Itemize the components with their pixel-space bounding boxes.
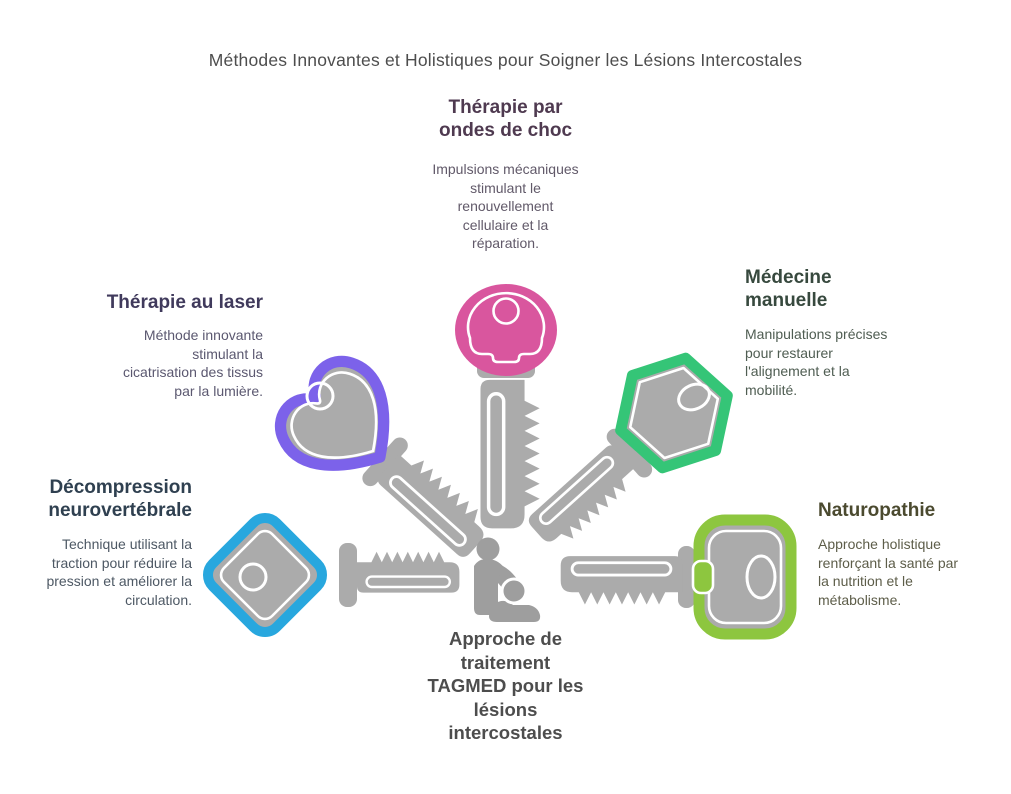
section-heading-decompression: Décompression neurovertébrale bbox=[48, 477, 192, 521]
diamond-key-icon bbox=[202, 512, 461, 638]
key-hole bbox=[745, 554, 777, 600]
key-collar bbox=[362, 437, 408, 487]
key-collar bbox=[606, 428, 653, 478]
section-body-naturopathy: Approche holistique renforçant la santé … bbox=[818, 536, 959, 608]
section-body-laser: Méthode innovante stimulant la cicatrisa… bbox=[122, 327, 263, 399]
key-head bbox=[615, 352, 733, 474]
key-head-detail bbox=[219, 529, 311, 621]
barrel-key-icon bbox=[559, 514, 797, 640]
key-blade bbox=[478, 378, 542, 531]
key-blade bbox=[524, 441, 644, 556]
page-title: Méthodes Innovantes et Holistiques pour … bbox=[208, 50, 803, 70]
heart-key-icon bbox=[274, 355, 497, 562]
section-heading-laser: Thérapie au laser bbox=[106, 292, 263, 313]
key-head-detail bbox=[290, 371, 378, 459]
key-hole bbox=[305, 381, 335, 411]
round-key-icon bbox=[455, 284, 557, 531]
key-collar bbox=[339, 543, 357, 607]
patient-body bbox=[489, 600, 541, 622]
key-blade bbox=[355, 550, 461, 594]
key-head-detail bbox=[466, 291, 546, 364]
center-heading-tagmed: Approche de traitement TAGMED pour les l… bbox=[427, 628, 584, 743]
section-body-decompression: Technique utilisant la traction pour réd… bbox=[46, 536, 192, 608]
key-hole bbox=[238, 562, 268, 592]
key-head-notch bbox=[691, 559, 715, 595]
therapist-head bbox=[476, 537, 500, 561]
section-heading-shockwave: Thérapie par ondes de choc bbox=[438, 97, 573, 141]
key-hole bbox=[677, 382, 711, 412]
key-blade bbox=[373, 443, 497, 562]
key-head bbox=[274, 355, 390, 471]
key-blade bbox=[559, 554, 684, 606]
key-collar bbox=[678, 546, 695, 608]
section-heading-manual: Médecine manuelle bbox=[745, 267, 832, 311]
key-head-detail bbox=[628, 366, 720, 460]
key-hole bbox=[492, 297, 520, 325]
section-body-shockwave: Impulsions mécaniques stimulant le renou… bbox=[432, 161, 579, 251]
therapist-treating-patient-icon bbox=[474, 537, 541, 622]
section-body-manual: Manipulations précises pour restaurer l'… bbox=[745, 326, 888, 398]
patient-head bbox=[500, 577, 528, 605]
hexagon-key-icon bbox=[524, 352, 733, 556]
section-heading-naturopathy: Naturopathie bbox=[818, 500, 936, 521]
